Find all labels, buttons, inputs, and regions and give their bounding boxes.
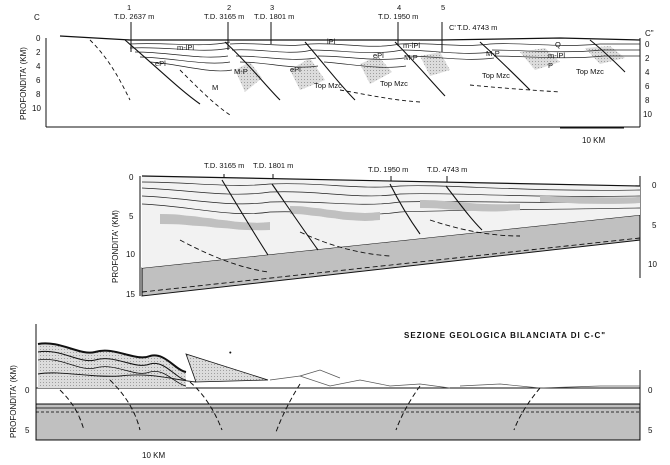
middle-section: PROFONDITA' (KM) 0 5 10 15 0 5 10 T.D. 3… — [111, 161, 657, 299]
top-unit-label: Q — [555, 40, 561, 49]
mid-well-td: T.D. 1801 m — [253, 161, 293, 170]
top-well-sticks — [130, 22, 443, 52]
top-unit-label: P — [548, 61, 553, 70]
well-2-td: T.D. 3165 m — [204, 12, 244, 21]
well-4-number: 4 — [397, 3, 401, 12]
well-1-td: T.D. 2637 m — [114, 12, 154, 21]
top-left-ticks: 0 2 4 6 8 10 — [32, 34, 41, 113]
mid-well-td: T.D. 1950 m — [368, 165, 408, 174]
bottom-right-tick-5: 5 — [648, 426, 653, 435]
well-5-number: 5 — [441, 3, 445, 12]
top-ylabel: PROFONDITA' (KM) — [19, 47, 28, 120]
mid-sediment-fill — [142, 176, 640, 268]
top-right-tick-2: 2 — [645, 54, 650, 63]
bottom-title: SEZIONE GEOLOGICA BILANCIATA DI C-C" — [404, 331, 606, 340]
mid-basement-wedge — [141, 214, 641, 297]
mid-left-ticks: 0 5 10 15 — [126, 173, 135, 299]
top-unit-label: Top Mzc — [576, 67, 604, 76]
top-left-tick-4: 4 — [36, 62, 41, 71]
top-section-right-end: C" — [645, 29, 654, 38]
bottom-solid-thrusts — [37, 372, 197, 383]
bottom-dashed-thrusts — [59, 379, 541, 433]
top-unit-label: Top Mzc — [380, 79, 408, 88]
mid-dashed-faults — [179, 219, 521, 273]
top-unit-label: ePl — [155, 59, 166, 68]
well-1-number: 1 — [127, 3, 131, 12]
well-3-number: 3 — [270, 3, 274, 12]
top-unit-label: m-lPl — [403, 41, 420, 50]
mid-ylabel: PROFONDITA' (KM) — [111, 210, 120, 283]
mid-left-tick-15: 15 — [126, 290, 135, 299]
top-left-tick-2: 2 — [36, 48, 41, 57]
mid-well-td: T.D. 3165 m — [204, 161, 244, 170]
top-unit-label: M-P — [404, 53, 418, 62]
mid-well-td: T.D. 4743 m — [427, 165, 467, 174]
mid-right-tick-5: 5 — [652, 221, 657, 230]
top-right-tick-10: 10 — [643, 110, 652, 119]
top-unit-label: m-lPl — [177, 43, 194, 52]
mid-decollement — [141, 237, 641, 293]
top-topographic-surface — [59, 35, 641, 41]
bottom-basement — [35, 403, 641, 441]
top-unit-label: M — [212, 83, 218, 92]
top-left-tick-8: 8 — [36, 90, 41, 99]
bottom-left-tick-5: 5 — [25, 426, 30, 435]
top-strata — [129, 41, 640, 72]
top-scalebar-label: 10 KM — [582, 136, 605, 145]
well-2-number: 2 — [227, 3, 231, 12]
bottom-wedge — [185, 353, 269, 383]
top-right-tick-8: 8 — [645, 96, 650, 105]
top-unit-label: lPl — [327, 37, 336, 46]
top-thrust-faults — [124, 39, 626, 105]
bottom-fold-fill — [38, 343, 186, 388]
top-section-left-end: C — [34, 13, 40, 22]
top-section: C C" C' 1 T.D. 2637 m 2 T.D. 3165 m 3 T.… — [19, 3, 654, 145]
top-unit-label: m-lPl — [548, 51, 565, 60]
top-unit-label: ePl — [373, 51, 384, 60]
well-5-td: T.D. 4743 m — [457, 23, 497, 32]
top-right-tick-4: 4 — [645, 68, 650, 77]
bottom-left-tick-0: 0 — [25, 386, 30, 395]
bottom-dot-mark: • — [229, 348, 232, 357]
mid-surface — [141, 175, 641, 187]
top-unit-label: ePl — [290, 65, 301, 74]
bottom-fold-lines — [37, 342, 187, 387]
bottom-thin-strata — [269, 369, 640, 389]
top-right-tick-6: 6 — [645, 82, 650, 91]
top-left-tick-6: 6 — [36, 76, 41, 85]
mid-thrust-faults — [221, 179, 483, 256]
top-left-tick-0: 0 — [36, 34, 41, 43]
well-3-td: T.D. 1801 m — [254, 12, 294, 21]
top-unit-label: Top Mzc — [482, 71, 510, 80]
top-left-tick-10: 10 — [32, 104, 41, 113]
top-right-tick-0: 0 — [645, 40, 650, 49]
top-unit-label: M-P — [234, 67, 248, 76]
top-unit-label: M-P — [486, 49, 500, 58]
mid-left-tick-10: 10 — [126, 250, 135, 259]
top-section-mid-marker: C' — [449, 23, 456, 32]
mid-left-tick-0: 0 — [129, 173, 134, 182]
top-dashed-faults — [89, 39, 561, 116]
bottom-section: SEZIONE GEOLOGICA BILANCIATA DI C-C" PRO… — [9, 324, 653, 460]
top-unit-label: Top Mzc — [314, 81, 342, 90]
bottom-scalebar-label: 10 KM — [142, 451, 165, 460]
mid-stipple-bands — [160, 196, 640, 231]
mid-right-tick-10: 10 — [648, 260, 657, 269]
mid-left-tick-5: 5 — [129, 212, 134, 221]
bottom-right-tick-0: 0 — [648, 386, 653, 395]
well-4-td: T.D. 1950 m — [378, 12, 418, 21]
mid-right-ticks: 0 5 10 — [648, 181, 657, 269]
top-unit-labels: m-lPl ePl M-P M ePl m-lPl ePl M-P M-P Q … — [155, 37, 604, 92]
mid-right-tick-0: 0 — [652, 181, 657, 190]
bottom-ylabel: PROFONDITA' (KM) — [9, 365, 18, 438]
top-right-ticks: 0 2 4 6 8 10 — [643, 40, 652, 119]
